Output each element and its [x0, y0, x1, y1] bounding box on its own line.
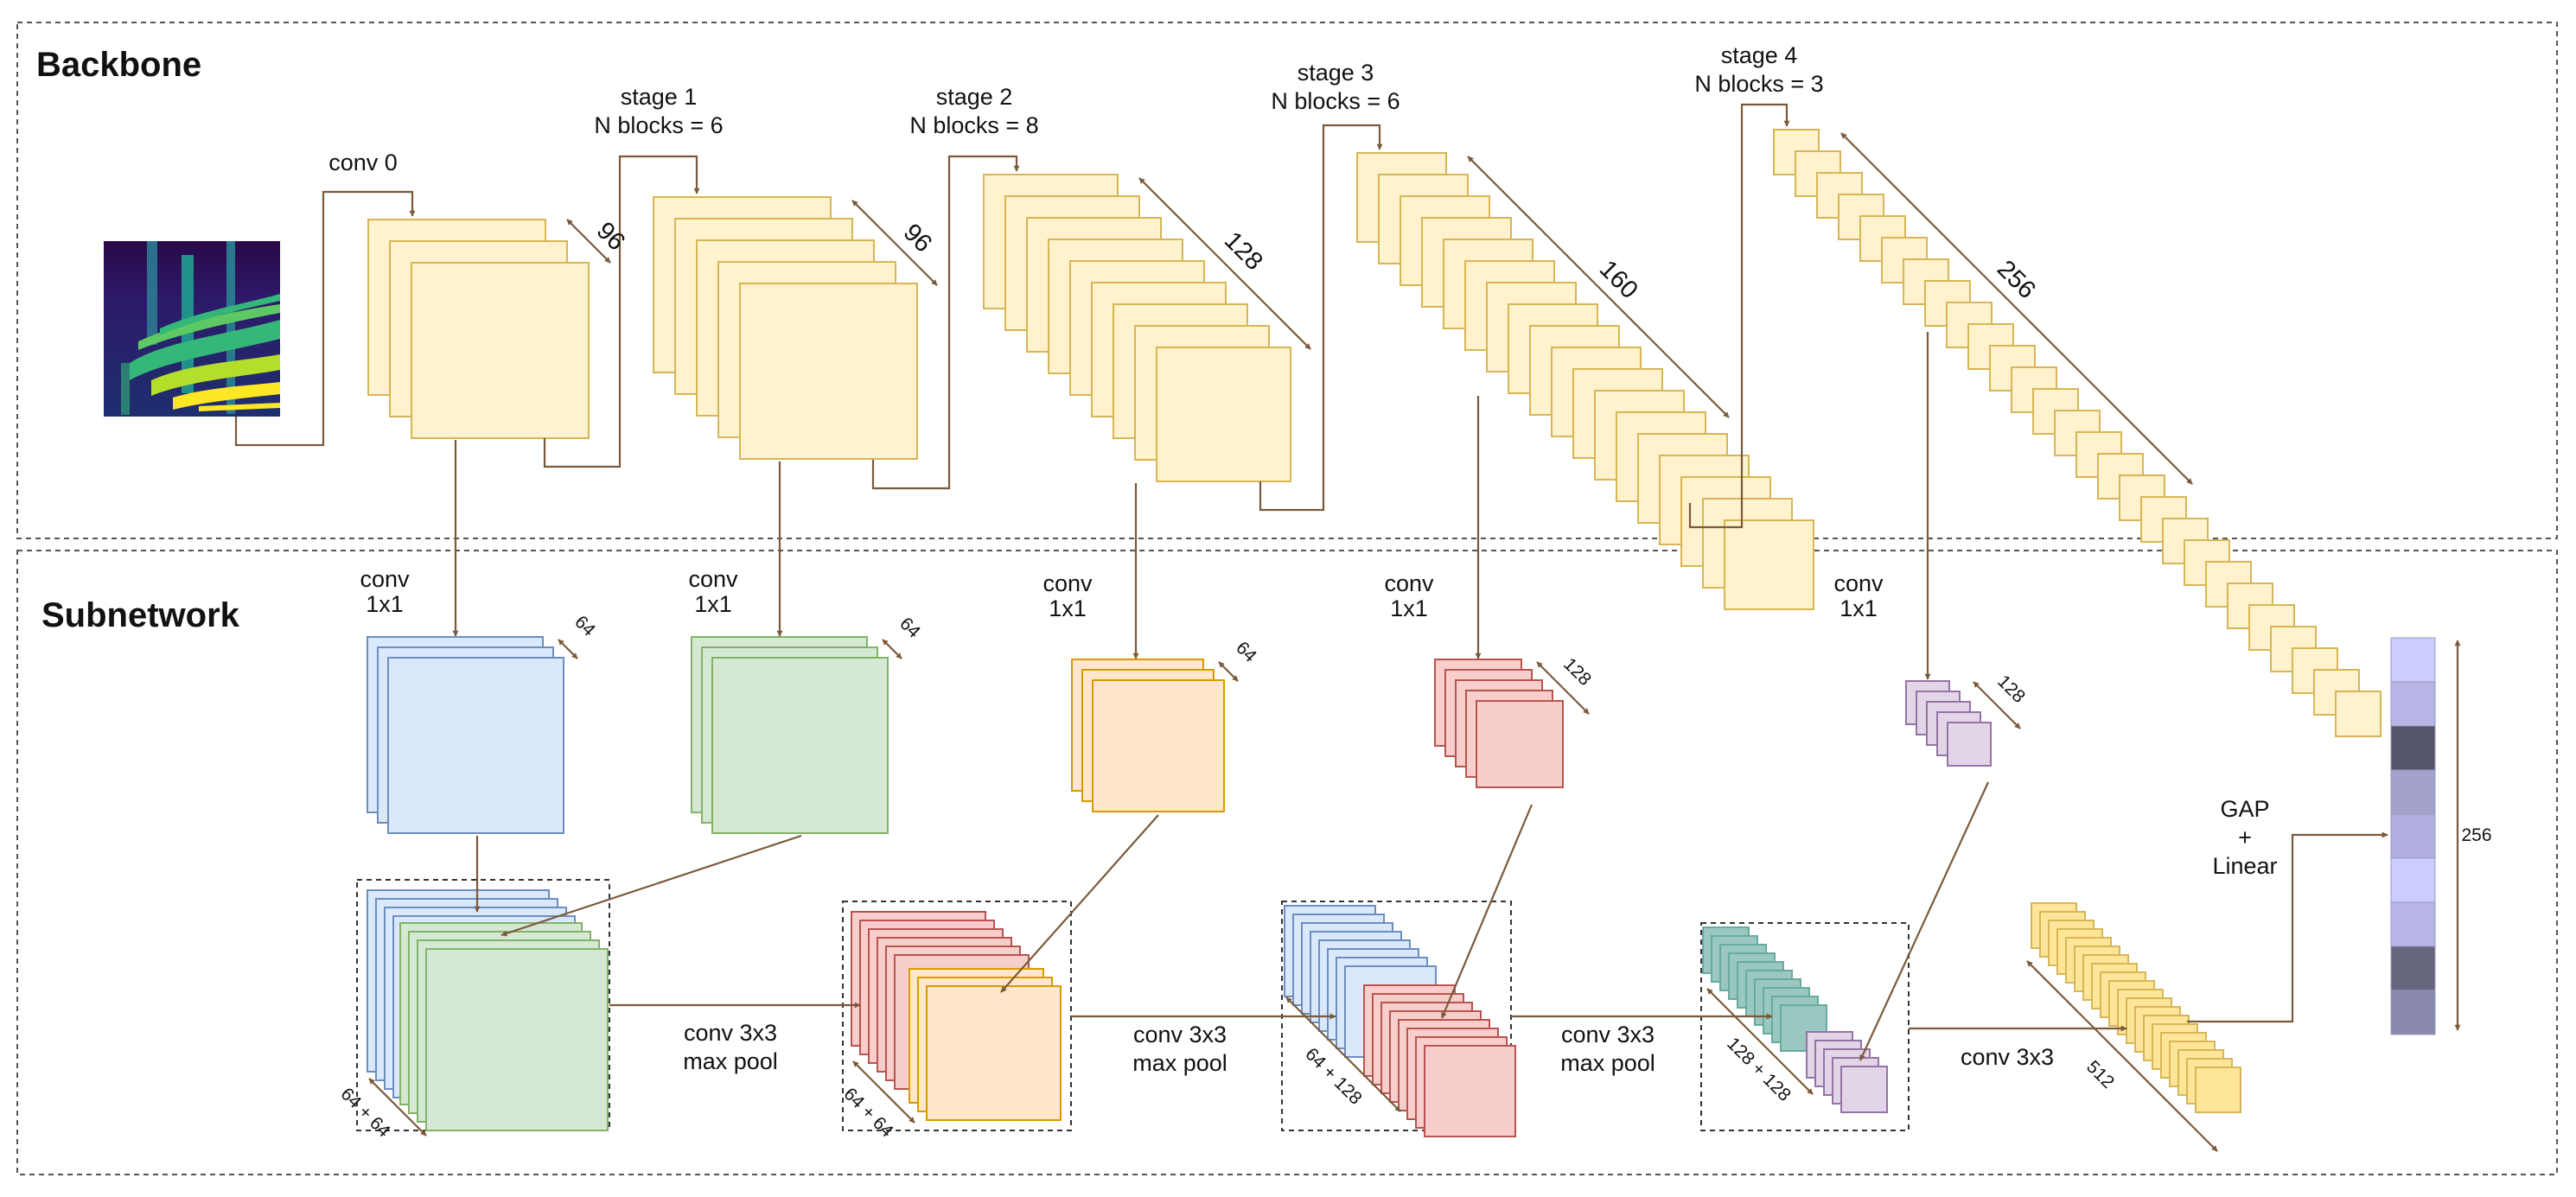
conv1x1-label-2-a: conv	[688, 566, 738, 592]
conv1x1-label-3-a: conv	[1043, 570, 1093, 596]
merge-in-2	[501, 834, 802, 937]
conv0-label: conv 0	[328, 150, 398, 175]
subnetwork-section	[16, 550, 2558, 1175]
maxpool-label-2: max pool	[1132, 1050, 1227, 1076]
spectrogram-input	[104, 241, 280, 417]
gap-label-3: Linear	[2212, 853, 2277, 879]
conv1x1-label-1-b: 1x1	[366, 591, 404, 617]
stage3-arrow	[1259, 124, 1383, 512]
conv3x3-label-1: conv 3x3	[684, 1020, 777, 1046]
conv1x1-label-2-b: 1x1	[694, 591, 732, 617]
conv1x1-label-5-b: 1x1	[1840, 595, 1878, 621]
gap-label-2: +	[2238, 825, 2252, 850]
conv1x1-label-5-a: conv	[1833, 570, 1884, 596]
dim-stage1	[851, 200, 938, 286]
stage1-blocks: N blocks = 6	[594, 112, 723, 138]
stage4-name: stage 4	[1721, 42, 1798, 68]
conv0-arrow	[234, 190, 416, 447]
stage2-arrow	[871, 155, 1020, 490]
merge-in-3	[1000, 814, 1159, 993]
dim-conv0	[566, 219, 611, 264]
merge4-purple-stack	[1806, 1031, 1888, 1113]
stage1-feature-stack	[653, 196, 918, 460]
stage4-feature-stack	[1773, 129, 2382, 737]
lateral-purple-stack	[1905, 680, 1992, 767]
lateral-dim-3: 64	[1232, 638, 1260, 666]
maxpool-label-1: max pool	[683, 1048, 778, 1074]
stage2-feature-stack	[983, 174, 1291, 482]
merged-dim-2: 64 + 64	[839, 1084, 896, 1141]
dim-lateral-5	[1973, 681, 2021, 729]
conv1x1-label-1-a: conv	[360, 566, 410, 592]
dim-lateral-2	[882, 639, 902, 659]
lateral-red-stack	[1434, 659, 1564, 788]
lateral-blue-stack	[367, 636, 564, 834]
conv1x1-label-4-a: conv	[1384, 570, 1434, 596]
backbone-title: Backbone	[36, 46, 201, 84]
dim-merge-1	[368, 1078, 427, 1137]
merge2-orange-stack	[909, 968, 1062, 1121]
lateral-orange-stack	[1071, 659, 1225, 812]
conv1x1-label-3-b: 1x1	[1049, 595, 1087, 621]
dim-final	[2026, 960, 2218, 1152]
stage4-blocks: N blocks = 3	[1694, 71, 1823, 97]
conv0-feature-stack	[367, 219, 590, 439]
gap-arrow	[2187, 831, 2388, 1023]
merge1-green-stack	[399, 922, 609, 1131]
lateral-dim-2: 64	[896, 614, 924, 642]
dim-label-stage4: 256	[1992, 255, 2041, 304]
stage2-blocks: N blocks = 8	[909, 112, 1038, 138]
merge-in-5	[1859, 781, 1989, 1061]
stage3-blocks: N blocks = 6	[1271, 88, 1400, 114]
gap-label-1: GAP	[2220, 796, 2269, 822]
dim-label-stage3: 160	[1594, 255, 1643, 304]
subnetwork-title: Subnetwork	[41, 596, 240, 634]
final-yellow-stack	[2031, 902, 2241, 1113]
dim-lateral-4	[1536, 661, 1590, 715]
maxpool-label-3: max pool	[1560, 1050, 1655, 1076]
stage2-name: stage 2	[936, 84, 1013, 110]
dim-stage2	[1138, 177, 1311, 350]
dim-lateral-1	[558, 639, 578, 659]
dim-label-stage2: 128	[1219, 226, 1268, 276]
stage1-arrow	[543, 155, 700, 468]
lateral-dim-1: 64	[571, 612, 599, 640]
conv3x3-label-4: conv 3x3	[1961, 1044, 2054, 1070]
backbone-section	[16, 22, 2558, 539]
merge-box-4	[1700, 922, 1910, 1131]
conv1x1-label-4-b: 1x1	[1390, 595, 1428, 621]
lateral-green-stack	[691, 636, 889, 834]
dim-merge-2	[852, 1060, 915, 1124]
merged-dim-1: 64 + 64	[336, 1084, 393, 1141]
final-dim: 512	[2082, 1057, 2118, 1092]
stage3-feature-stack	[1356, 152, 1814, 610]
conv3x3-label-3: conv 3x3	[1561, 1022, 1655, 1047]
stage4-arrow	[1688, 103, 1790, 529]
stage3-name: stage 3	[1298, 60, 1374, 86]
embedding-dim: 256	[2461, 825, 2491, 845]
dim-stage4	[1840, 132, 2193, 485]
dim-merge-4	[1706, 988, 1814, 1095]
stage1-name: stage 1	[621, 84, 698, 110]
merge3-red-stack	[1363, 984, 1516, 1137]
merge-in-4	[1440, 804, 1533, 1019]
lateral-dim-4: 128	[1559, 654, 1595, 690]
embedding-vector	[2390, 637, 2436, 1035]
conv3x3-label-2: conv 3x3	[1133, 1022, 1227, 1047]
dim-lateral-3	[1218, 661, 1239, 682]
dim-merge-3	[1285, 996, 1401, 1112]
lateral-dim-5: 128	[1993, 672, 2029, 707]
dim-stage3	[1467, 156, 1730, 418]
